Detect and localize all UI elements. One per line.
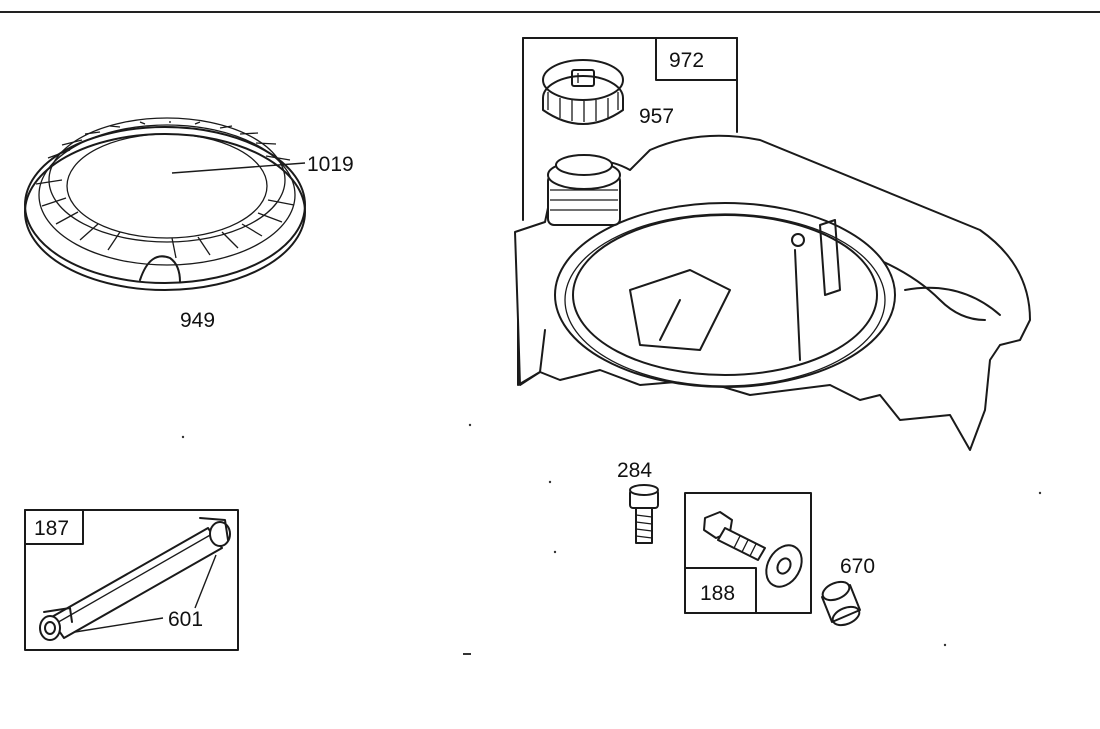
label-670: 670	[840, 555, 875, 578]
spacer-drawing	[821, 580, 861, 627]
label-601: 601	[168, 608, 203, 631]
fuel-line-kit-drawing	[24, 509, 239, 651]
label-949: 949	[180, 309, 215, 332]
scan-specks	[181, 423, 1042, 655]
screw-284-drawing	[629, 484, 659, 544]
kit-972-box	[655, 37, 738, 81]
fuel-tank-drawing	[514, 37, 1031, 451]
rewind-cover-drawing	[24, 117, 306, 291]
label-187: 187	[34, 517, 69, 540]
label-957: 957	[639, 105, 674, 128]
label-284: 284	[617, 459, 652, 482]
label-188: 188	[700, 582, 735, 605]
label-1019: 1019	[307, 153, 354, 176]
screw-kit-drawing	[684, 492, 812, 614]
fuel-cap-drawing	[542, 59, 624, 125]
label-972: 972	[669, 49, 704, 72]
